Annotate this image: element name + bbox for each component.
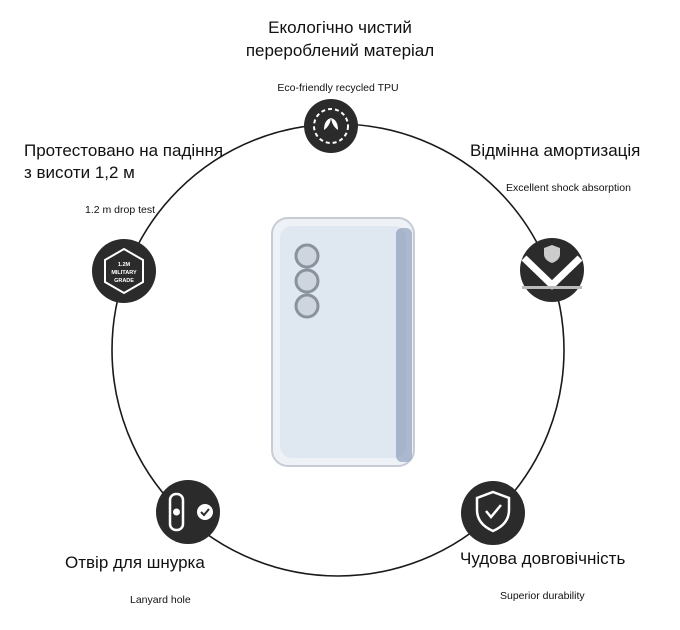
badge-text: 1.2M [118, 262, 131, 268]
lanyard-hole-icon [156, 480, 220, 544]
military-grade-badge-icon: 1.2M MILITARY GRADE [92, 239, 156, 303]
shock-title: Відмінна амортизація [470, 141, 641, 160]
drop-subtitle: 1.2 m drop test [85, 204, 156, 216]
durability-subtitle: Superior durability [500, 590, 585, 602]
shock-absorption-icon [520, 238, 584, 302]
durability-title: Чудова довговічність [460, 549, 626, 568]
phone-case-image [271, 217, 415, 467]
drop-title-line2: з висоти 1,2 м [24, 163, 135, 182]
shock-subtitle: Excellent shock absorption [506, 182, 631, 194]
lanyard-title: Отвір для шнурка [65, 553, 205, 572]
lanyard-subtitle: Lanyard hole [130, 594, 191, 606]
eco-subtitle: Eco-friendly recycled TPU [277, 82, 399, 94]
eco-title-line2: перероблений матеріал [245, 41, 435, 60]
leaf-recycle-icon [304, 99, 358, 153]
drop-title-line1: Протестовано на падіння [24, 141, 224, 160]
badge-text: GRADE [114, 278, 134, 284]
badge-text: MILITARY [111, 270, 137, 276]
shield-check-icon [461, 481, 525, 545]
eco-title-line1: Екологічно чистий [268, 18, 412, 37]
